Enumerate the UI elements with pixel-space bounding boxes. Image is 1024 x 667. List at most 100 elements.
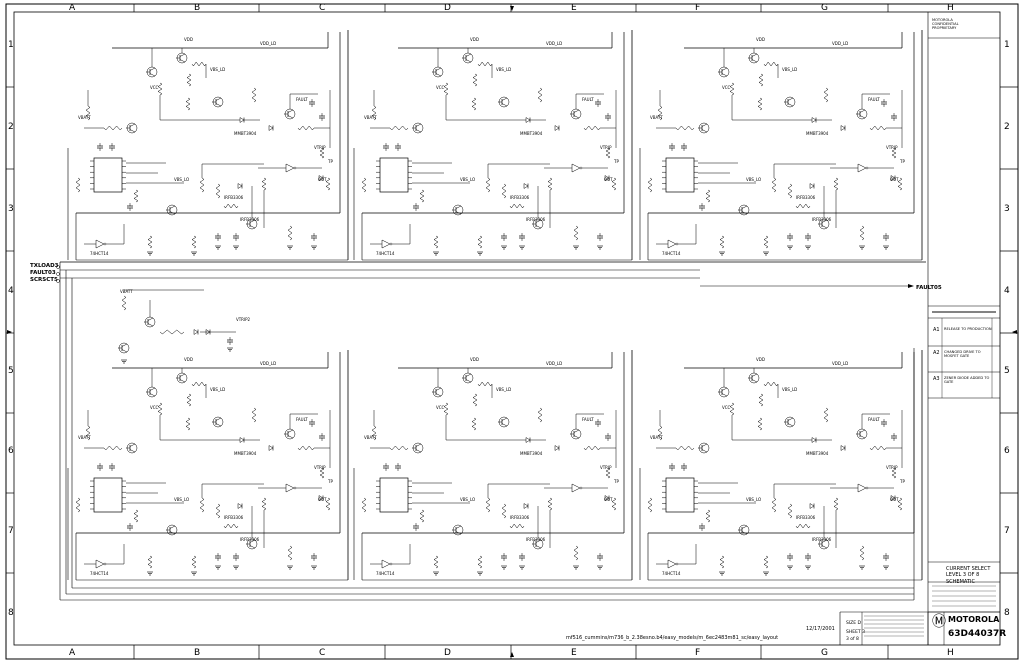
resistor-icon: [547, 177, 553, 191]
driver-block-top-left: [67, 30, 349, 261]
resistor-icon: [869, 445, 887, 451]
label-top-right-0: VDD: [756, 37, 765, 42]
resistor-icon: [477, 381, 493, 387]
label-bottom-center-3: VBATT: [364, 435, 377, 440]
resistor-icon: [771, 497, 777, 513]
diode-icon: [811, 117, 817, 123]
zone-col-bottom-F: F: [695, 648, 701, 658]
label-top-right-6: VBS_LO: [746, 177, 762, 182]
label-bottom-left-0: VDD: [184, 357, 193, 362]
label-bottom-left-12: OUT: [318, 497, 327, 502]
resistor-icon: [795, 523, 811, 529]
label-bottom-left-8: IRFB3306: [240, 537, 260, 542]
label-bottom-right-11: TP: [900, 479, 905, 484]
signal-in-1: TXLOAD3: [30, 263, 59, 269]
resistor-icon: [215, 503, 221, 519]
drawing-number: 63D44037R: [948, 629, 1007, 639]
resistor-icon: [471, 417, 477, 431]
label-top-left-4: FAULT: [296, 97, 308, 102]
rev-2-id: A2: [933, 350, 940, 356]
label-bottom-center-12: OUT: [604, 497, 613, 502]
diode-icon: [840, 125, 846, 131]
label-top-right-12: OUT: [890, 177, 899, 182]
resistor-icon: [605, 147, 611, 159]
sheet-border-outer: [5, 3, 1019, 660]
label-top-right-4: FAULT: [868, 97, 880, 102]
resistor-icon: [75, 177, 81, 193]
buffer-gate-icon: [667, 559, 677, 569]
resistor-icon: [419, 189, 425, 203]
sheet-number: SHEET 3: [846, 630, 865, 635]
zone-row-left-5: 5: [8, 366, 14, 376]
resistor-icon: [583, 125, 601, 131]
rev-1-text: RELEASE TO PRODUCTION: [944, 327, 992, 331]
diode-icon: [318, 175, 324, 181]
label-bottom-left-9: IRFB3306: [224, 515, 244, 520]
label-bottom-right-12: OUT: [890, 497, 899, 502]
resistor-icon: [787, 183, 793, 199]
diode-icon: [268, 125, 274, 131]
rev-3-id: A3: [933, 376, 940, 382]
buffer-gate-icon: [667, 239, 677, 249]
label-bottom-center-6: VBS_LO: [460, 497, 476, 502]
label-top-right-9: IRFB3306: [796, 195, 816, 200]
buffer-gate-icon: [571, 483, 581, 493]
date-label: 12/17/2001: [806, 626, 835, 632]
label-top-right-10: 74HCT14: [662, 251, 681, 256]
resistor-icon: [361, 177, 367, 193]
resistor-icon: [191, 381, 207, 387]
resistor-icon: [389, 125, 409, 131]
resistor-icon: [185, 97, 191, 111]
resistor-icon: [186, 73, 192, 87]
resistor-icon: [121, 295, 127, 311]
resistor-icon: [85, 105, 91, 121]
zone-row-left-2: 2: [8, 122, 14, 132]
resistor-icon: [509, 203, 525, 209]
zone-row-left-8: 8: [8, 608, 14, 618]
zone-row-left-3: 3: [8, 204, 14, 214]
rev-3-text: ZENER DIODE ADDED TO GATE: [944, 376, 990, 385]
resistor-icon: [477, 555, 483, 569]
resistor-icon: [443, 82, 449, 96]
diode-icon: [237, 183, 243, 189]
ic-chip: [93, 477, 123, 513]
label-top-left-5: VTRIP: [314, 145, 326, 150]
resistor-icon: [297, 445, 315, 451]
resistor-icon: [537, 87, 543, 103]
resistor-icon: [261, 177, 267, 191]
resistor-icon: [157, 82, 163, 96]
label-bottom-left-1: VBS_LD: [210, 387, 226, 392]
resistor-icon: [501, 503, 507, 519]
label-top-center-10: 74HCT14: [376, 251, 395, 256]
label-bottom-left-11: TP: [328, 479, 333, 484]
title-block-graphics: [839, 37, 1000, 645]
signal-in-2: FAULT03: [30, 270, 56, 276]
resistor-icon: [891, 467, 897, 479]
resistor-icon: [795, 203, 811, 209]
label-bottom-right-5: VTRIP: [886, 465, 898, 470]
resistor-icon: [371, 105, 377, 121]
sheet-title: CURRENT SELECT LEVEL 3 OF 8 SCHEMATIC: [946, 566, 991, 585]
label-bottom-left-2: VCC: [150, 405, 159, 410]
label-top-left-13: VDD_LD: [260, 41, 277, 46]
resistor-icon: [325, 177, 331, 191]
resistor-icon: [547, 497, 553, 511]
company-name: MOTOROLA: [948, 615, 1000, 624]
rev-1-id: A1: [933, 327, 940, 333]
motorola-logo-icon: Ⓜ: [932, 614, 946, 630]
zone-row-right-3: 3: [1004, 204, 1010, 214]
label-bottom-center-13: VDD_LD: [546, 361, 563, 366]
zone-col-top-F: F: [695, 3, 701, 13]
resistor-icon: [191, 235, 197, 249]
label-top-center-9: IRFB3306: [510, 195, 530, 200]
label-bottom-right-1: VBS_LD: [782, 387, 798, 392]
resistor-icon: [223, 523, 239, 529]
label-top-center-1: VBS_LD: [496, 67, 512, 72]
resistor-icon: [675, 445, 695, 451]
label-bottom-center-4: FAULT: [582, 417, 594, 422]
label-top-left-6: VBS_LO: [174, 177, 190, 182]
label-bottom-center-8: IRFB3306: [526, 537, 546, 542]
resistor-icon: [287, 225, 293, 241]
diode-icon: [890, 495, 896, 501]
driver-blocks: [67, 30, 923, 581]
